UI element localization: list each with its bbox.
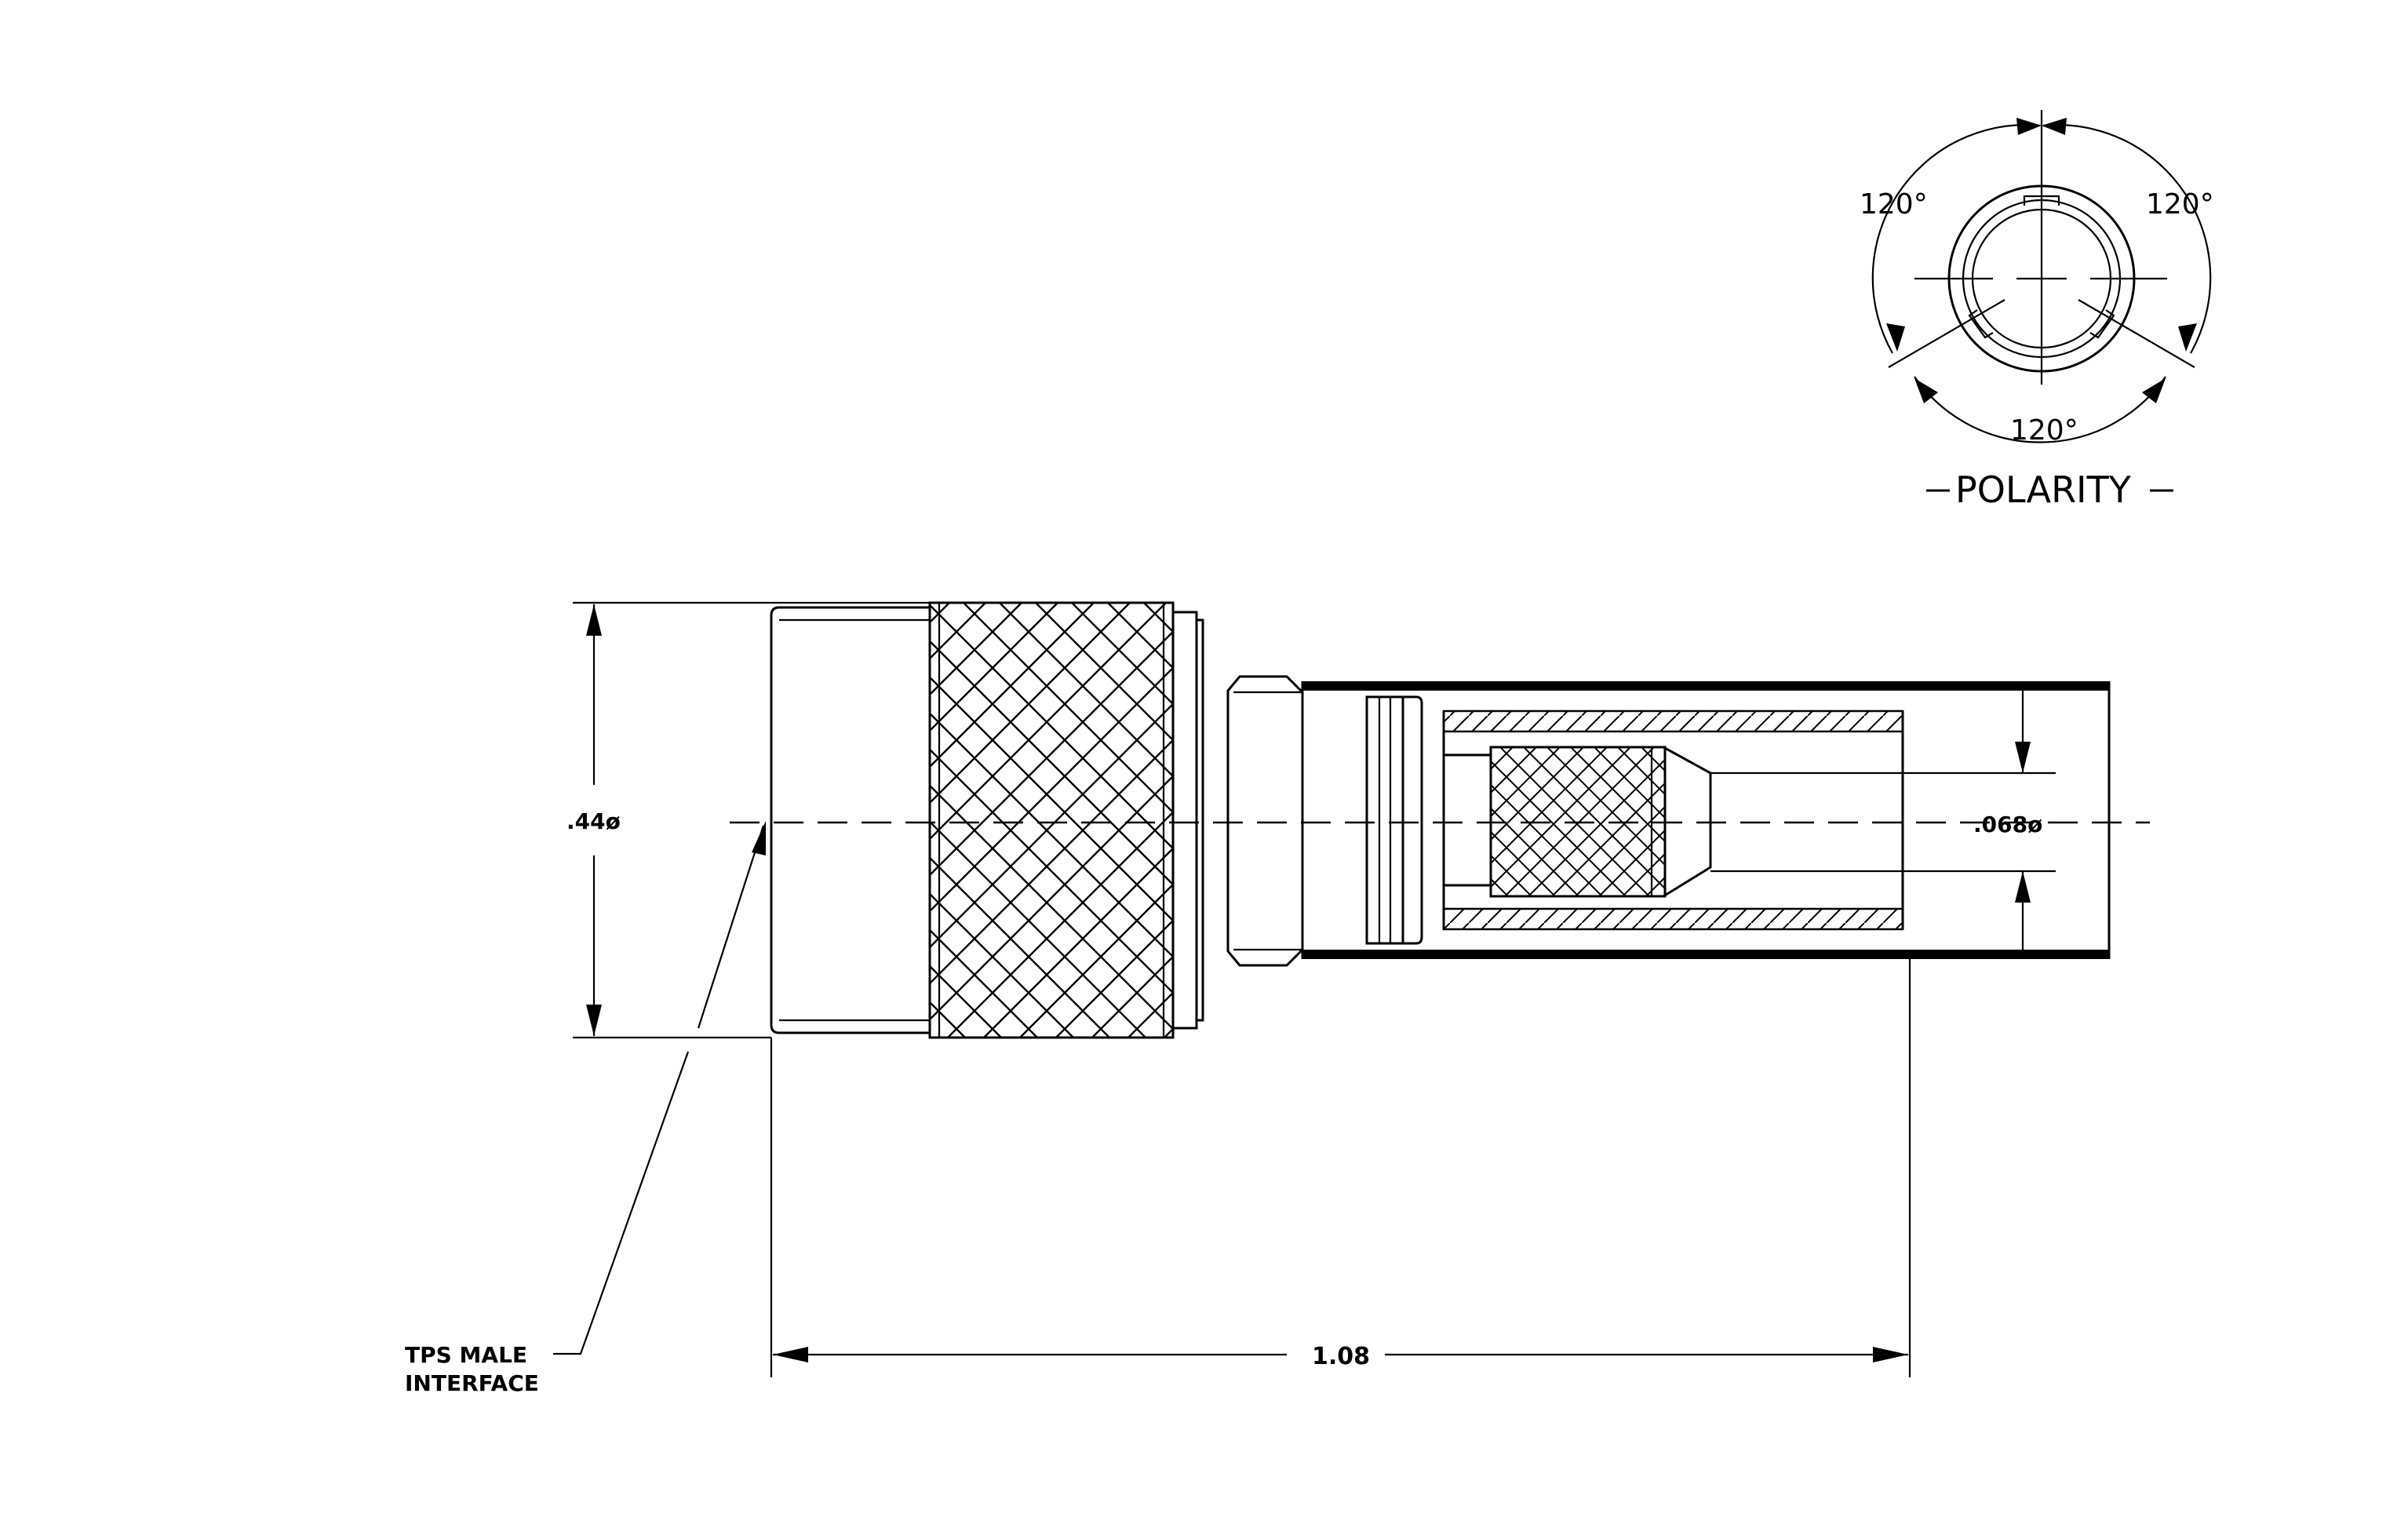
arrow-icon — [2015, 871, 2031, 903]
inner-shell-top — [1442, 709, 1904, 733]
tps-male-interface-callout: TPS MALE INTERFACE — [405, 821, 766, 1396]
arrow-icon — [2016, 118, 2042, 135]
polarity-key-right — [2089, 309, 2115, 339]
arrow-icon — [752, 821, 766, 855]
knurled-coupling-nut — [928, 601, 1175, 1039]
overall-length-label: 1.08 — [1312, 1343, 1370, 1370]
polarity-view: 120° 120° 120° POLARITY — [1860, 110, 2214, 511]
connector-side-view — [730, 601, 2150, 1039]
arrow-icon — [773, 1347, 808, 1362]
angle-label-right: 120° — [2146, 188, 2214, 221]
polarity-arc-right — [2042, 124, 2212, 354]
callout-line-1: TPS MALE — [405, 1342, 527, 1368]
callout-line-2: INTERFACE — [405, 1370, 539, 1396]
polarity-key-left — [1968, 309, 1994, 339]
pin-diameter-label: .068ø — [1973, 812, 2042, 837]
arrow-icon — [586, 604, 602, 636]
outer-diameter-label: .44ø — [566, 808, 621, 834]
dimension-outer-diameter: .44ø — [566, 601, 930, 1039]
angle-label-left: 120° — [1860, 188, 1928, 221]
dimension-overall-length: 1.08 — [770, 954, 1911, 1377]
arrow-icon — [2042, 118, 2067, 135]
dimension-pin-diameter: .068ø — [1973, 691, 2042, 950]
arrow-icon — [2015, 742, 2031, 773]
inner-shell-bottom — [1442, 907, 1904, 931]
polarity-arc-left — [1871, 124, 2041, 354]
polarity-arc-bottom — [1914, 376, 2166, 443]
arrow-icon — [1914, 378, 1938, 403]
polarity-title: POLARITY — [1955, 469, 2132, 511]
arrow-icon — [1886, 323, 1905, 352]
arrow-icon — [2142, 378, 2166, 403]
arrow-icon — [1873, 1347, 1908, 1362]
arrow-icon — [2178, 323, 2197, 352]
arrow-icon — [586, 1005, 602, 1036]
angle-label-bottom: 120° — [2010, 414, 2078, 447]
